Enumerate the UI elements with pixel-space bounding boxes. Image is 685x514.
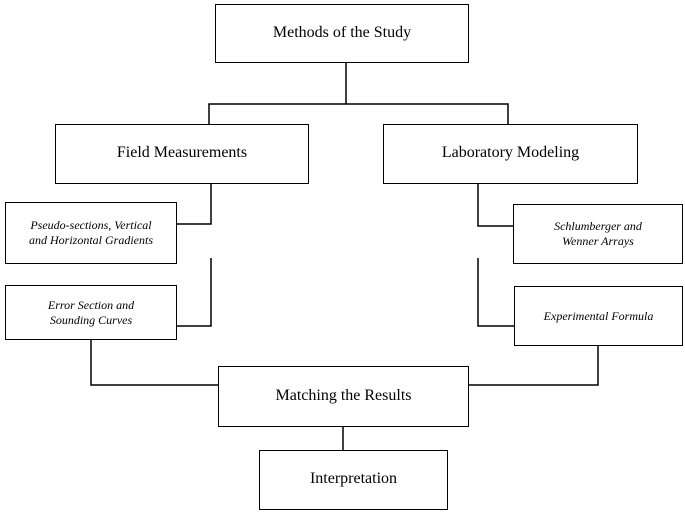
node-label: Laboratory Modeling: [441, 144, 580, 161]
edge-branch-field: [208, 103, 509, 124]
node-label: Field Measurements: [116, 144, 248, 161]
node-methods-of-the-study: Methods of the Study: [215, 4, 469, 63]
node-label: Experimental Formula: [543, 308, 654, 323]
node-schlumberger-wenner: Schlumberger and Wenner Arrays: [513, 204, 683, 264]
node-label: Pseudo-sections, Vertical and Horizontal…: [28, 218, 153, 247]
edge-field-to-pseudo: [177, 184, 212, 225]
node-label: Matching the Results: [275, 386, 412, 404]
edge-lab-to-schlumberger: [477, 184, 513, 227]
node-interpretation: Interpretation: [259, 450, 448, 510]
node-field-measurements: Field Measurements: [55, 124, 309, 184]
node-laboratory-modeling: Laboratory Modeling: [383, 124, 638, 184]
edge-experimental-to-matching: [469, 346, 599, 386]
edge-field-to-error: [177, 258, 212, 327]
node-matching-the-results: Matching the Results: [218, 366, 469, 427]
edge-error-to-matching: [90, 340, 218, 386]
node-experimental-formula: Experimental Formula: [514, 286, 683, 346]
node-label: Interpretation: [309, 470, 398, 487]
node-label: Schlumberger and Wenner Arrays: [554, 219, 642, 248]
node-error-section: Error Section and Sounding Curves: [5, 285, 177, 340]
node-label: Error Section and Sounding Curves: [47, 297, 135, 327]
node-label: Methods of the Study: [272, 23, 412, 41]
edge-lab-to-experimental: [477, 258, 514, 327]
node-pseudo-sections: Pseudo-sections, Vertical and Horizontal…: [5, 202, 177, 264]
